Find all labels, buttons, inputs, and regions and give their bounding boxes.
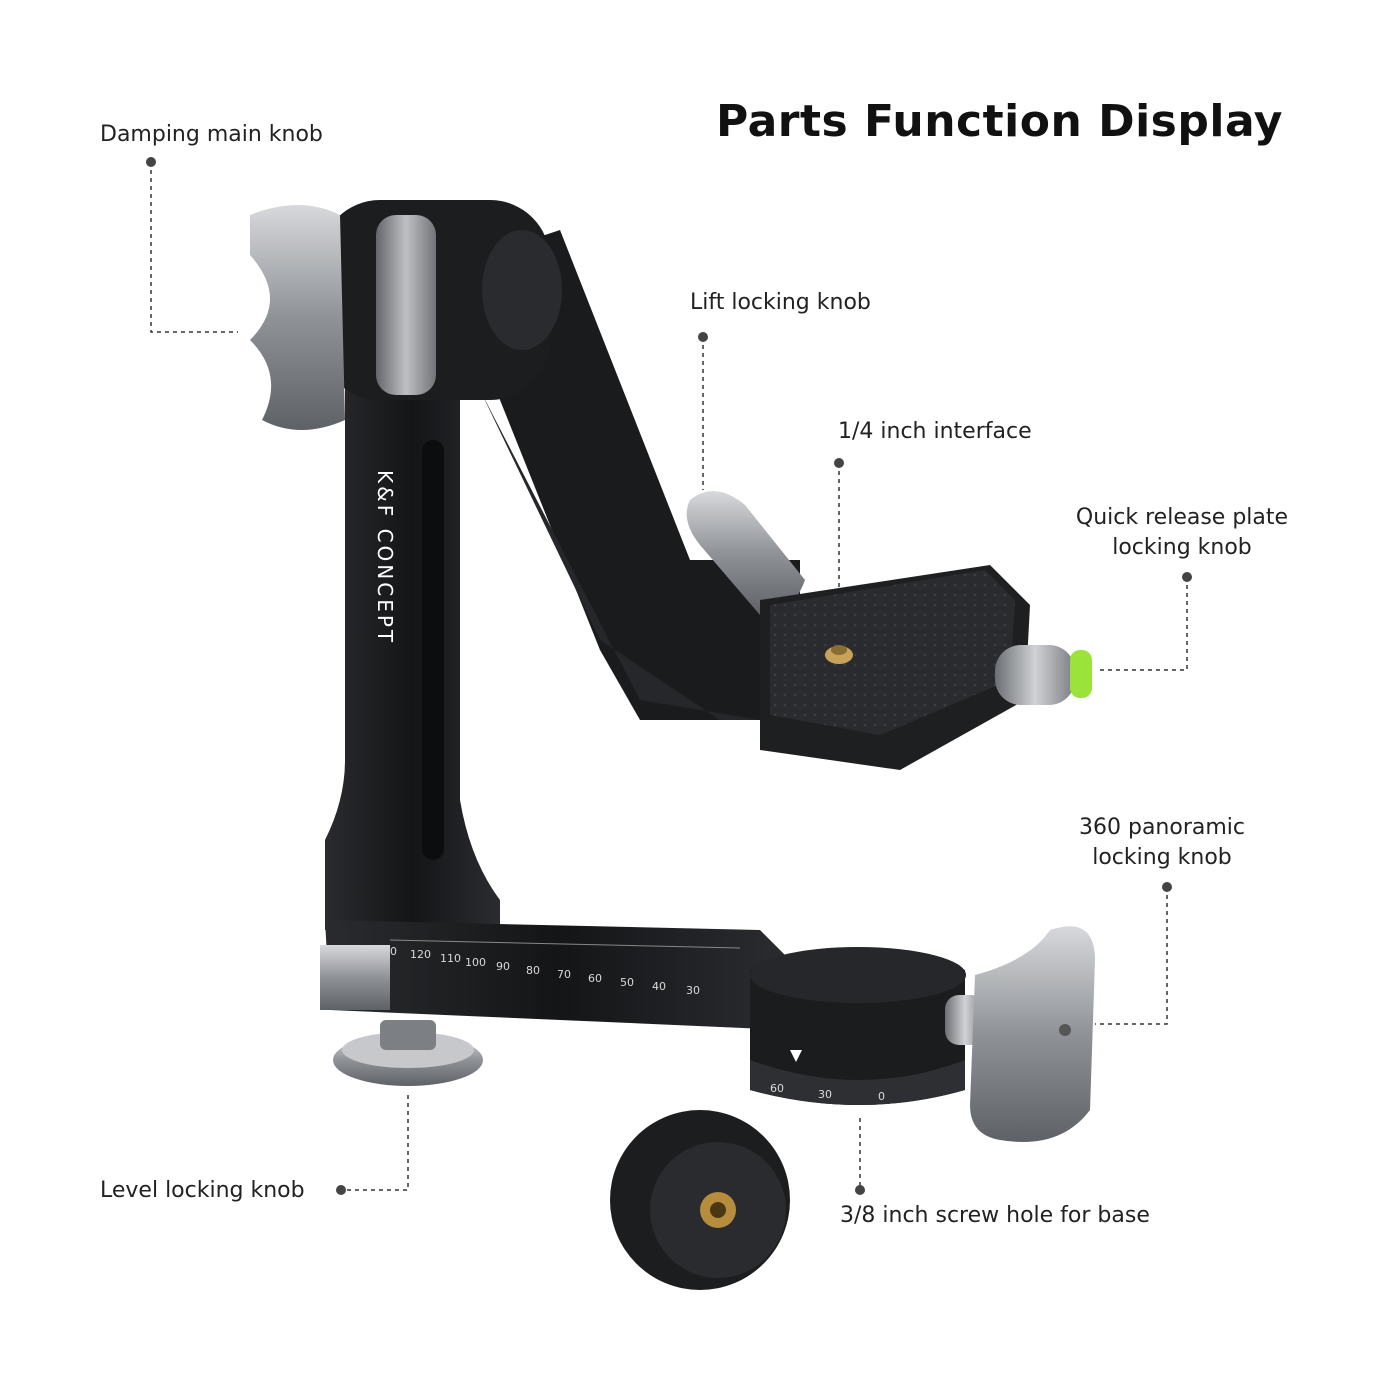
scale-mark: 0 [390, 945, 397, 958]
dot-panoramic-knob [1162, 882, 1172, 892]
dot-lift-locking-knob [698, 332, 708, 342]
lift-locking-knob[interactable] [686, 491, 805, 616]
panoramic-dial [750, 1060, 965, 1105]
leader-dots [146, 157, 1192, 1195]
label-quick-release-line2: locking knob [1112, 535, 1252, 560]
bubble-level [1070, 650, 1092, 698]
quick-release-plate [770, 570, 1015, 735]
column-slot [422, 440, 444, 860]
base-screw-disc [610, 1110, 790, 1290]
base-rail [325, 920, 790, 1030]
label-damping-main-knob: Damping main knob [100, 122, 323, 147]
label-lift-locking-knob: Lift locking knob [690, 290, 871, 315]
dot-quick-release-knob [1182, 572, 1192, 582]
brand-logo-text: K&F CONCEPT [373, 470, 397, 645]
dot-damping-main-knob [146, 157, 156, 167]
label-panoramic-line2: locking knob [1092, 845, 1232, 870]
label-panoramic-line1: 360 panoramic [1079, 815, 1245, 840]
dial-mark: 30 [818, 1088, 832, 1101]
label-360-panoramic-knob: 360 panoramic locking knob [1050, 813, 1274, 873]
dial-mark: 0 [878, 1090, 885, 1103]
dial-pointer-icon [790, 1050, 802, 1062]
label-quick-release-line1: Quick release plate [1075, 505, 1289, 530]
top-hub-cap [482, 230, 562, 350]
dot-quarter-inch-interface [834, 458, 844, 468]
label-level-locking-knob: Level locking knob [100, 1178, 305, 1203]
panoramic-locking-knob[interactable] [970, 926, 1095, 1142]
scale-mark: 70 [557, 968, 571, 981]
scale-mark: 50 [620, 976, 634, 989]
dial-mark: 60 [770, 1082, 784, 1095]
quick-release-locking-knob[interactable] [995, 645, 1075, 705]
page-title: Parts Function Display [716, 96, 1283, 147]
label-quick-release-plate-knob: Quick release plate locking knob [1062, 503, 1302, 563]
rail-end-cap [320, 945, 390, 1010]
damping-main-knob[interactable] [250, 205, 345, 430]
dot-level-locking-knob [336, 1185, 346, 1195]
leader-panoramic-knob [1095, 887, 1168, 1025]
scale-mark: 90 [496, 960, 510, 973]
angled-arm [470, 230, 800, 720]
scale-mark: 30 [686, 984, 700, 997]
damping-scale-ring [376, 215, 436, 395]
scale-mark: 80 [526, 964, 540, 977]
label-quarter-inch-interface: 1/4 inch interface [838, 419, 1032, 444]
scale-mark: 100 [465, 956, 486, 969]
leader-level-locking-knob [346, 1095, 409, 1191]
rail-scale: 0 120 110 100 90 80 70 60 50 40 30 [389, 939, 741, 997]
scale-mark: 110 [440, 952, 461, 965]
vertical-column [325, 300, 500, 930]
scale-mark: 120 [410, 948, 431, 961]
leader-damping-main-knob [150, 162, 238, 333]
scale-mark: 60 [588, 972, 602, 985]
scale-mark: 40 [652, 980, 666, 993]
leader-lines [150, 162, 1188, 1191]
leader-quick-release-knob [1098, 577, 1188, 671]
dot-screw-hole-base [855, 1185, 865, 1195]
label-screw-hole-base: 3/8 inch screw hole for base [840, 1203, 1150, 1228]
